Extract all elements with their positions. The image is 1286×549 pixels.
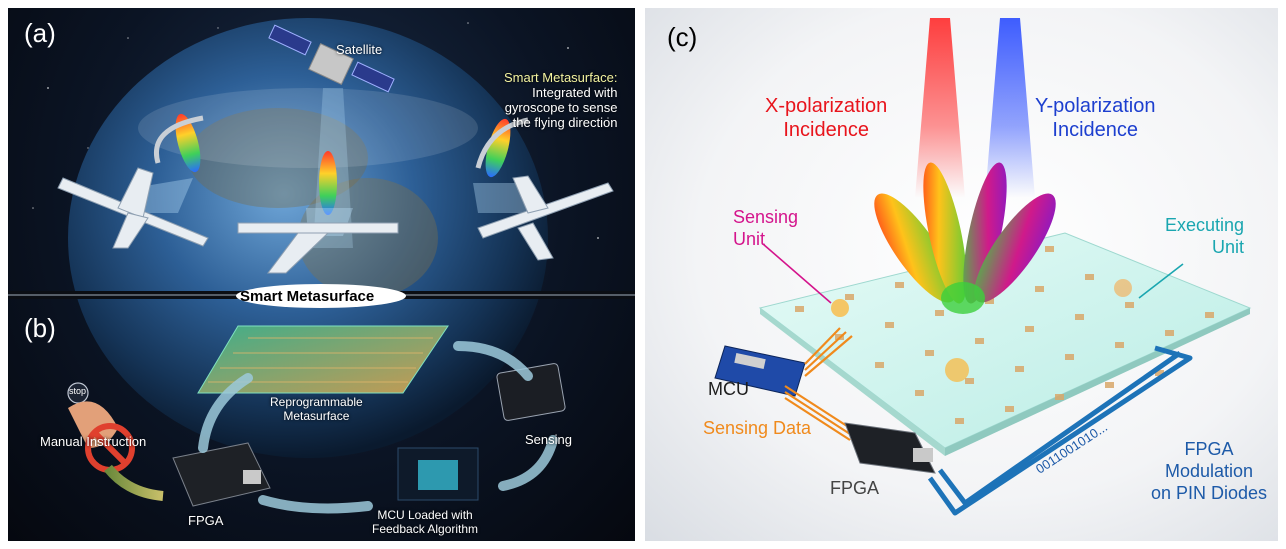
fpga-modulation-line2: Modulation: [1165, 461, 1254, 481]
stars: [32, 22, 609, 239]
sensing-unit-line1: Sensing: [733, 207, 799, 227]
manual-instruction-graphic: [67, 382, 164, 501]
sensing-data-label: Sensing Data: [703, 418, 812, 438]
fpga-board: [172, 442, 271, 507]
mcu-feedback-line1: MCU Loaded with: [377, 508, 473, 522]
fpga-modulation-line3: on PIN Diodes: [1151, 483, 1268, 503]
mcu-feedback-label: MCU Loaded with Feedback Algorithm: [372, 508, 478, 536]
x-polarization-beam: [915, 18, 965, 198]
manual-instruction-label: Manual Instruction: [40, 434, 147, 449]
metasurface-board: [197, 325, 449, 394]
stop-button-text: stop: [69, 386, 87, 396]
reprogrammable-metasurface-label: Reprogrammable Metasurface: [270, 395, 363, 423]
executing-unit-label: Executing Unit: [1165, 214, 1244, 258]
panel-ab-graphics: [8, 18, 635, 514]
panel-label-b: (b): [24, 313, 56, 343]
metasurface-plate: [758, 232, 1252, 456]
executing-unit-pointer: [1138, 263, 1184, 299]
sensing-unit-line2: Unit: [733, 229, 766, 249]
smart-metasurface-note-line2: gyroscope to sense: [504, 100, 618, 115]
y-polarization-line2: Incidence: [1052, 119, 1139, 141]
reprogrammable-label-line2: Metasurface: [283, 409, 350, 423]
sensing-unit-label: Sensing Unit: [733, 206, 798, 250]
satellite-label: Satellite: [336, 42, 383, 57]
x-polarization-line2: Incidence: [783, 119, 869, 141]
airplanes: [57, 167, 614, 274]
sensing-unit-pointer: [762, 243, 832, 304]
y-polarization-line1: Y-polarization: [1035, 95, 1156, 117]
sensing-data-wires: [784, 327, 853, 441]
mcu-feedback-line2: Feedback Algorithm: [372, 522, 479, 536]
fpga-modulation-label: FPGA Modulation on PIN Diodes: [1151, 438, 1267, 504]
mcu-board: [714, 345, 806, 397]
sensor-chip: [496, 363, 566, 421]
panel-c-graphics: [714, 18, 1252, 516]
smart-metasurface-note-line1: Integrated with: [532, 85, 618, 100]
radiation-lobes-c: [874, 162, 1056, 314]
fpga-board-c: [844, 422, 936, 474]
smart-metasurface-note-line3: the flying direction: [512, 115, 618, 130]
fpga-label-b: FPGA: [188, 513, 224, 528]
mcu-chip: [397, 447, 479, 501]
y-polarization-label: Y-polarization Incidence: [1035, 94, 1155, 142]
panel-c: (c) X-polarization Incidence Y-polarizat…: [645, 8, 1278, 541]
smart-metasurface-note-title: Smart Metasurface:: [504, 70, 618, 85]
pin-diode-control-lines: [927, 345, 1193, 516]
panel-ab: (a) (b) Satellite Smart Metasurface: Int…: [8, 8, 635, 541]
x-polarization-label: X-polarization Incidence: [765, 94, 887, 142]
executing-unit-line1: Executing: [1165, 215, 1245, 235]
fpga-label-c: FPGA: [830, 478, 880, 498]
mcu-label: MCU: [708, 379, 749, 399]
sensing-label: Sensing: [525, 432, 572, 447]
smart-metasurface-banner: Smart Metasurface: [240, 288, 375, 305]
smart-metasurface-note: Smart Metasurface: Integrated with gyros…: [504, 70, 617, 130]
y-polarization-beam: [985, 18, 1035, 198]
executing-unit-line2: Unit: [1212, 237, 1245, 257]
panel-label-a: (a): [24, 18, 56, 48]
reprogrammable-label-line1: Reprogrammable: [270, 395, 363, 409]
fpga-modulation-line1: FPGA: [1184, 439, 1234, 459]
x-polarization-line1: X-polarization: [765, 95, 888, 117]
panel-label-c: (c): [667, 22, 698, 52]
feedback-loop-arrows: [198, 341, 558, 514]
banner-bg: [236, 284, 406, 308]
